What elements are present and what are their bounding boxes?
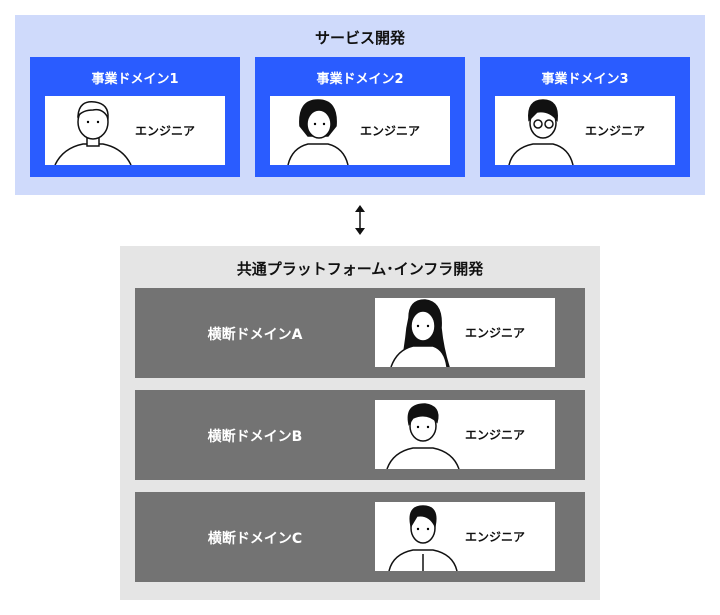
role-label: エンジニア — [465, 326, 526, 340]
engineer-avatar-icon — [390, 299, 450, 367]
service-development-group: サービス開発 事業ドメイン1 エンジニア 事業ドメイン2 エンジニア 事業ドメイ… — [15, 15, 705, 195]
engineer-card: エンジニア — [495, 96, 675, 165]
group-title: 共通プラットフォーム･インフラ開発 — [236, 260, 484, 278]
domain-label: 横断ドメインA — [207, 327, 303, 343]
business-domain-1: 事業ドメイン1 エンジニア — [30, 57, 240, 177]
domain-label: 横断ドメインB — [207, 429, 303, 445]
engineer-avatar-icon — [388, 505, 458, 571]
role-label: エンジニア — [135, 124, 196, 138]
engineer-card: エンジニア — [270, 96, 450, 165]
engineer-avatar-icon — [508, 99, 574, 165]
business-domain-3: 事業ドメイン3 エンジニア — [480, 57, 690, 177]
engineer-card: エンジニア — [375, 502, 555, 571]
bidirectional-arrow-icon — [355, 205, 365, 235]
engineer-avatar-icon — [386, 403, 460, 469]
business-domain-2: 事業ドメイン2 エンジニア — [255, 57, 465, 177]
domain-label: 事業ドメイン2 — [316, 72, 404, 87]
cross-domain-c: 横断ドメインC エンジニア — [135, 492, 585, 582]
engineer-avatar-icon — [287, 99, 349, 165]
engineer-card: エンジニア — [375, 298, 555, 367]
cross-domain-a: 横断ドメインA エンジニア — [135, 288, 585, 378]
domain-label: 横断ドメインC — [207, 531, 303, 547]
domain-label: 事業ドメイン3 — [541, 72, 629, 87]
engineer-card: エンジニア — [45, 96, 225, 165]
role-label: エンジニア — [585, 124, 646, 138]
engineer-avatar-icon — [54, 101, 132, 165]
engineer-card: エンジニア — [375, 400, 555, 469]
domain-label: 事業ドメイン1 — [91, 72, 179, 87]
role-label: エンジニア — [465, 530, 526, 544]
role-label: エンジニア — [465, 428, 526, 442]
group-title: サービス開発 — [314, 29, 405, 47]
cross-domain-b: 横断ドメインB エンジニア — [135, 390, 585, 480]
platform-infra-group: 共通プラットフォーム･インフラ開発 横断ドメインA エンジニア 横断ドメインB … — [120, 246, 600, 600]
role-label: エンジニア — [360, 124, 421, 138]
